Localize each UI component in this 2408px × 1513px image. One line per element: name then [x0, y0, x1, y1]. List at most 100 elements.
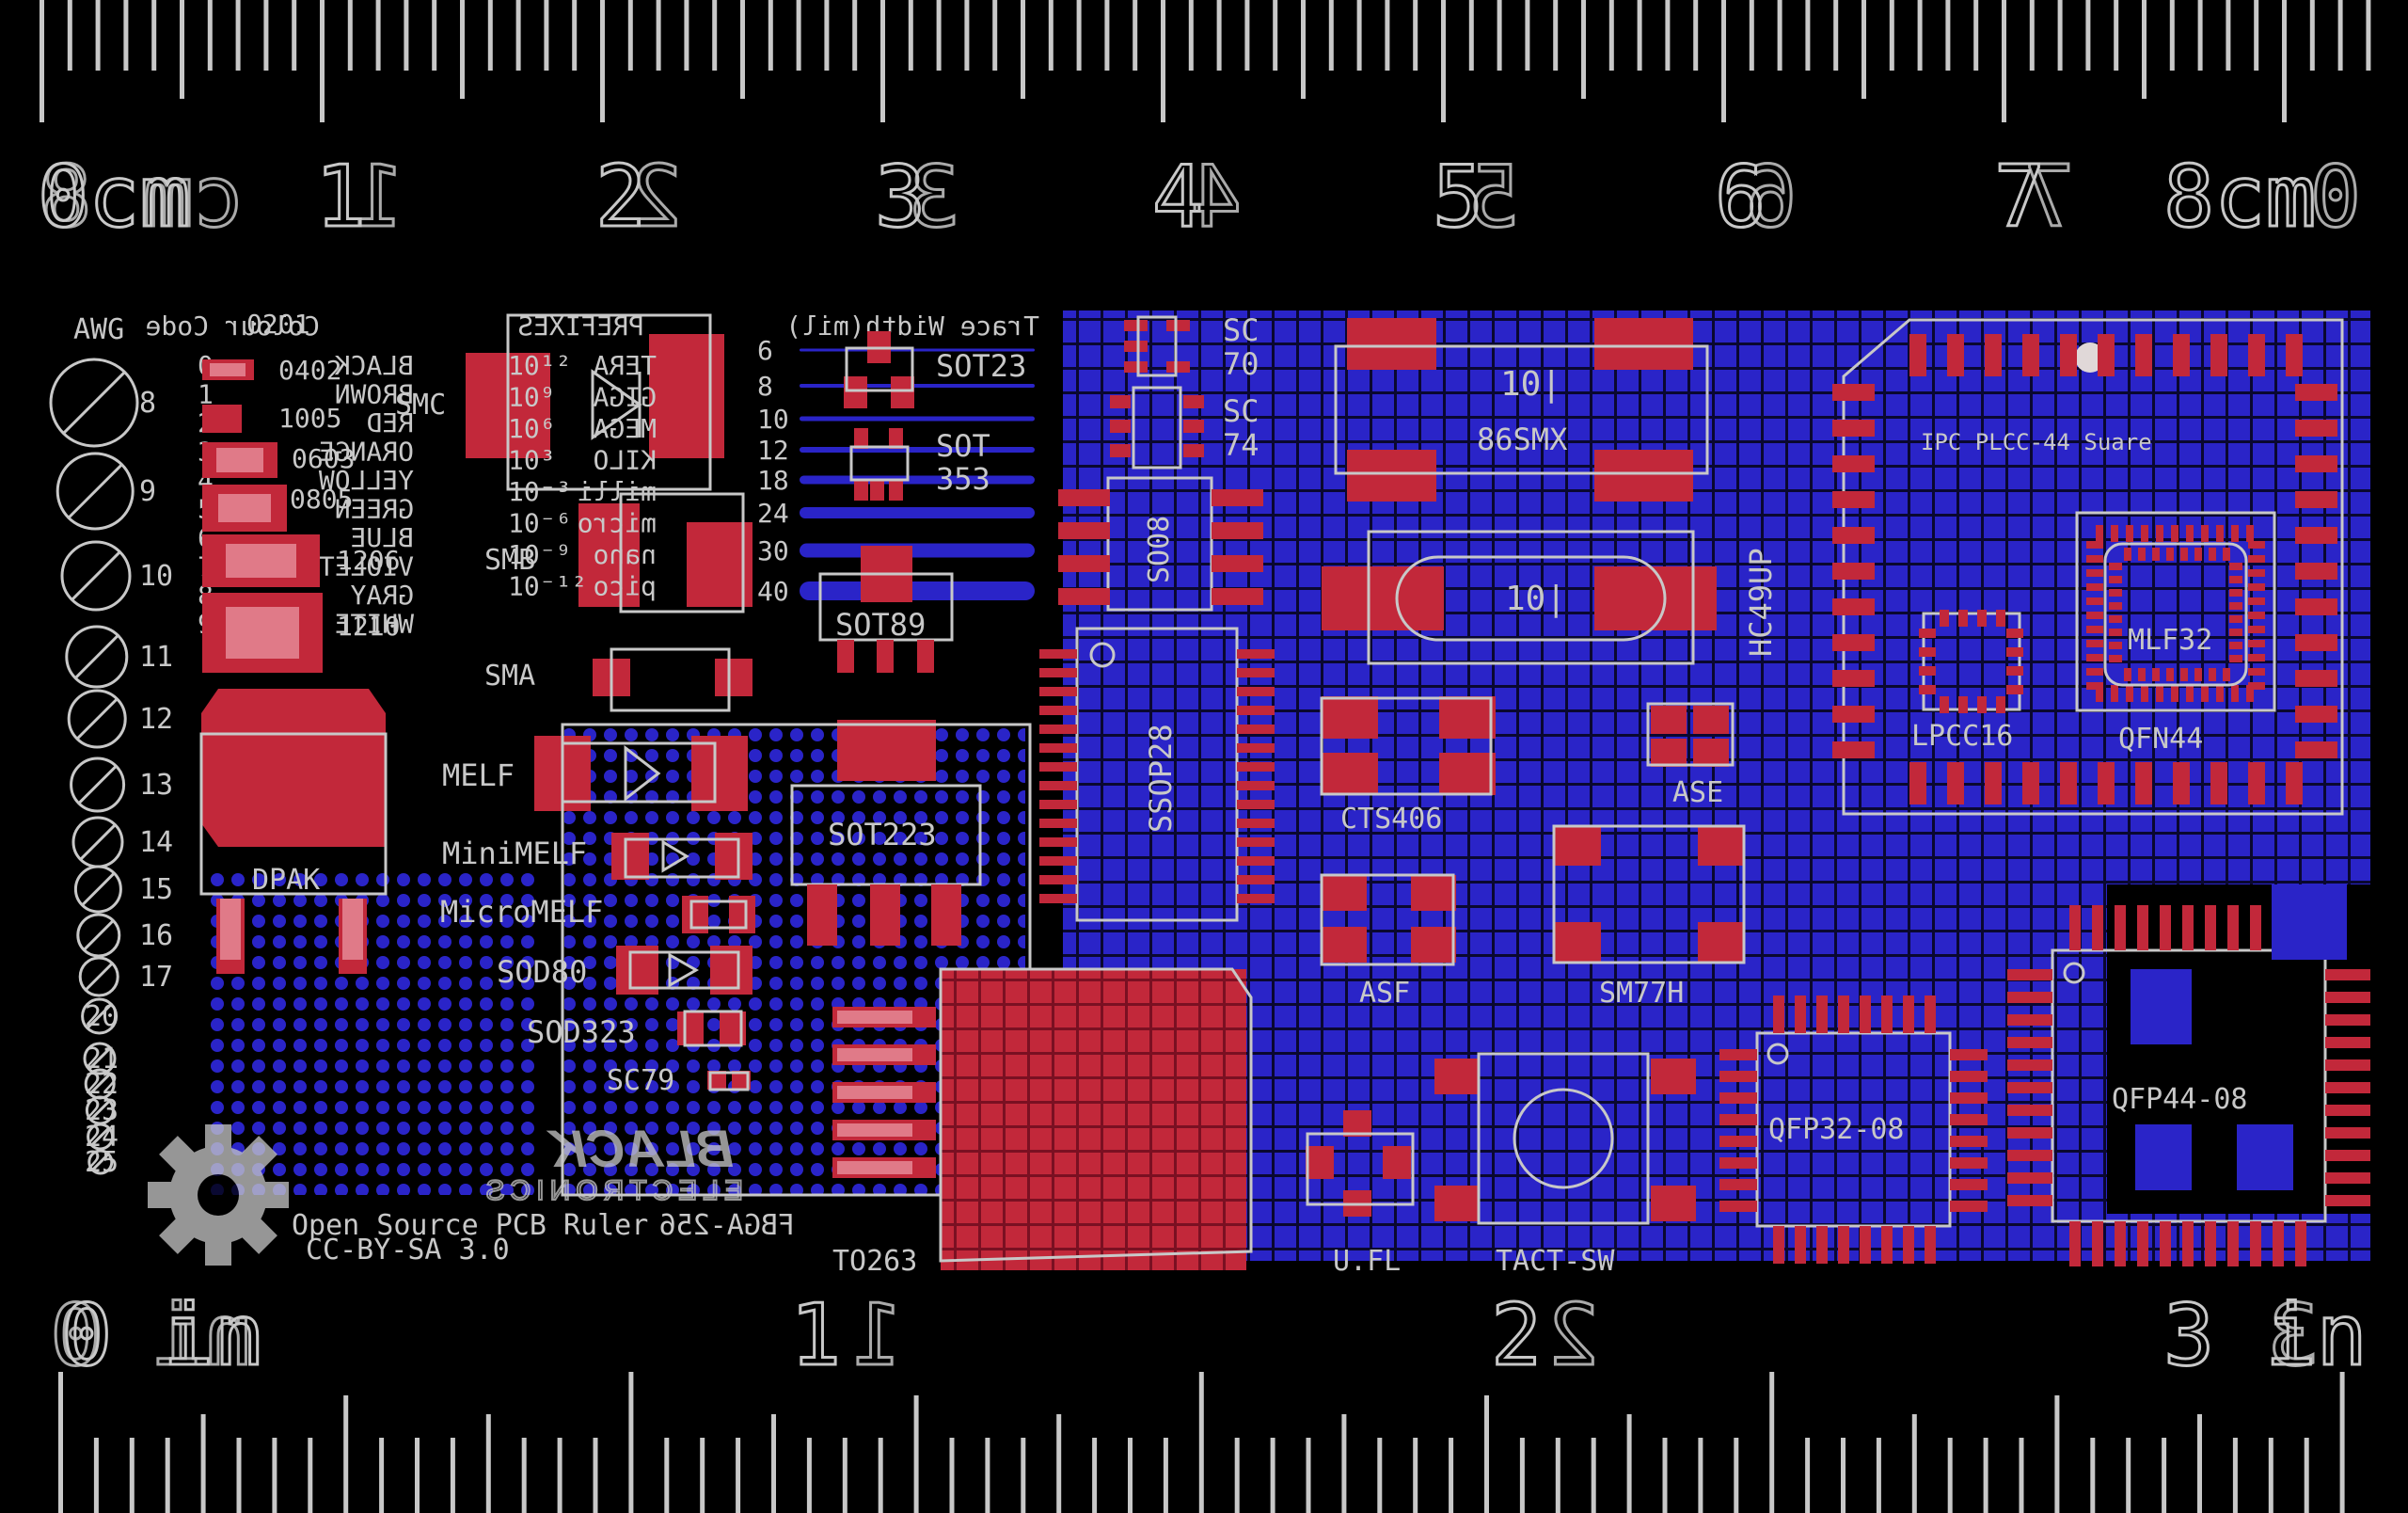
ruler-tick: [1581, 0, 1586, 99]
scale-label-in-2: 2: [1491, 1286, 1542, 1385]
prefix-name: KILO: [594, 445, 657, 476]
colour-name: GRAY: [350, 580, 414, 611]
colour-name: GREEN: [335, 494, 414, 525]
ruler-tick: [627, 0, 633, 71]
ruler-tick: [343, 1395, 349, 1513]
ruler-tick: [1626, 1414, 1632, 1513]
qfn44-package: MLF32 QFN44: [2075, 511, 2276, 756]
ruler-tick: [1413, 1438, 1418, 1513]
sma-package: SMA: [484, 647, 752, 712]
cts406-package: CTS406: [1320, 696, 1496, 836]
ruler-tick: [572, 0, 578, 71]
ruler-tick: [123, 0, 129, 71]
plcc-label: IPC PLCC-44 Suare: [1921, 429, 2152, 455]
asf-label: ASF: [1359, 977, 1410, 1010]
mirrored-in-0: ni 0: [50, 1286, 254, 1385]
gear-icon: [148, 1124, 289, 1266]
sc79-label: SC79: [607, 1064, 674, 1097]
colour-name: RED: [366, 407, 414, 438]
tact-switch-package: TACT-SW: [1434, 1052, 1696, 1278]
lpcc16-package: LPCC16: [1911, 610, 2023, 753]
ruler-tick: [1076, 0, 1082, 71]
dpak-package: DPAK: [199, 689, 388, 974]
smb-label: SMB: [484, 544, 535, 577]
scale-label-1: 1: [315, 148, 366, 247]
ruler-tick: [1637, 0, 1642, 71]
chip-size-label: 0402: [278, 355, 341, 386]
sot23-label: SOT23: [936, 348, 1026, 384]
scale-label-7: 7: [1994, 148, 2045, 247]
fbga-outline: [561, 723, 1032, 1197]
qfp44-label: QFP44-08: [2112, 1083, 2248, 1116]
plcc44-package: IPC PLCC-44 Suare: [1832, 318, 2344, 816]
smb-package: SMB: [484, 492, 752, 613]
ruler-tick: [40, 0, 44, 122]
sod80-label: SOD80: [497, 954, 587, 990]
sot23-package: SOT23: [844, 331, 1026, 408]
qfp32-package: QFP32-08: [1719, 995, 1988, 1264]
sod80-package: SOD80: [497, 946, 752, 995]
awg-size-label: 12: [139, 703, 173, 736]
awg-size-label: 10: [139, 560, 173, 593]
trace-sample: [800, 447, 1035, 453]
prefix-power: 10⁶: [508, 413, 556, 444]
ruler-tick: [1917, 0, 1923, 71]
awg-size-label: 17: [139, 961, 173, 994]
ruler-tick: [1270, 1438, 1275, 1513]
cts406-label: CTS406: [1340, 803, 1442, 836]
prefix-name: GIGA: [593, 382, 657, 413]
license-block: Open Source PCB Ruler CC-BY-SA 3.0: [292, 1209, 648, 1266]
prefix-power: 10⁻⁹: [508, 539, 571, 570]
scale-label-5: 5: [1433, 148, 1483, 247]
bottom-scale-labels: 0 in 1 2 3 in 3 2 1 ni 0: [49, 1285, 2369, 1387]
lpcc16-label: LPCC16: [1911, 720, 2013, 753]
tact-label: TACT-SW: [1496, 1245, 1615, 1278]
mirrored-label-1: 1: [354, 148, 404, 247]
colour-name: VIOLET: [319, 551, 414, 582]
trace-sample: [800, 543, 1035, 558]
ruler-tick: [308, 1438, 313, 1513]
mirrored-top-scale: 0 7 6 5 4 3 2 1 cm 8: [40, 147, 2363, 248]
scale-label-2: 2: [595, 148, 646, 247]
ruler-tick: [1665, 0, 1671, 71]
colour-digit: 1: [198, 379, 214, 410]
scale-label-0in: 0 in: [61, 1286, 265, 1385]
ruler-tick: [1468, 0, 1474, 71]
ruler-tick: [207, 0, 213, 71]
ruler-tick: [852, 0, 858, 71]
ruler-tick: [1198, 1372, 1204, 1513]
awg-hole: [78, 956, 119, 997]
ruler-tick: [600, 0, 605, 122]
dpak-tab-pad: [201, 689, 386, 847]
scale-label-3in: 3 in: [2163, 1286, 2368, 1385]
ruler-tick: [1128, 1438, 1133, 1513]
minimelf-label: MiniMELF: [442, 836, 587, 871]
chip-0402-pad: [202, 405, 242, 433]
ruler-tick: [700, 1438, 705, 1513]
ruler-tick: [740, 0, 745, 99]
awg-hole: [73, 865, 122, 914]
ruler-tick: [129, 1438, 135, 1513]
ruler-tick: [2169, 0, 2175, 71]
prefix-power: 10⁹: [508, 382, 556, 413]
ruler-tick: [93, 1438, 99, 1513]
ruler-tick: [593, 1438, 598, 1513]
sot223-label: SOT223: [828, 817, 937, 852]
awg-hole: [87, 1123, 115, 1151]
chip-size-label: 0805: [290, 484, 353, 515]
ruler-tick: [1911, 1414, 1917, 1513]
ruler-tick: [1889, 0, 1894, 71]
melf-label: MELF: [442, 757, 515, 793]
mirrored-label-7: 7: [2023, 148, 2074, 247]
ruler-tick: [1833, 0, 1839, 71]
awg-size-label: 8: [139, 387, 156, 420]
ruler-tick: [936, 0, 942, 71]
ruler-tick: [557, 1438, 562, 1513]
trace-width-value: 18: [757, 465, 789, 496]
prefixes-list: TERAGIGAMEGAKILOmillimicronanopico10¹²10…: [508, 350, 657, 602]
top-scale-labels: 0cm 1 2 3 4 5 6 7 8cm 0 7 6 5 4 3 2 1 cm…: [37, 147, 2363, 248]
awg-size-label: 22: [85, 1068, 119, 1101]
ruler-tick: [1947, 1438, 1953, 1513]
